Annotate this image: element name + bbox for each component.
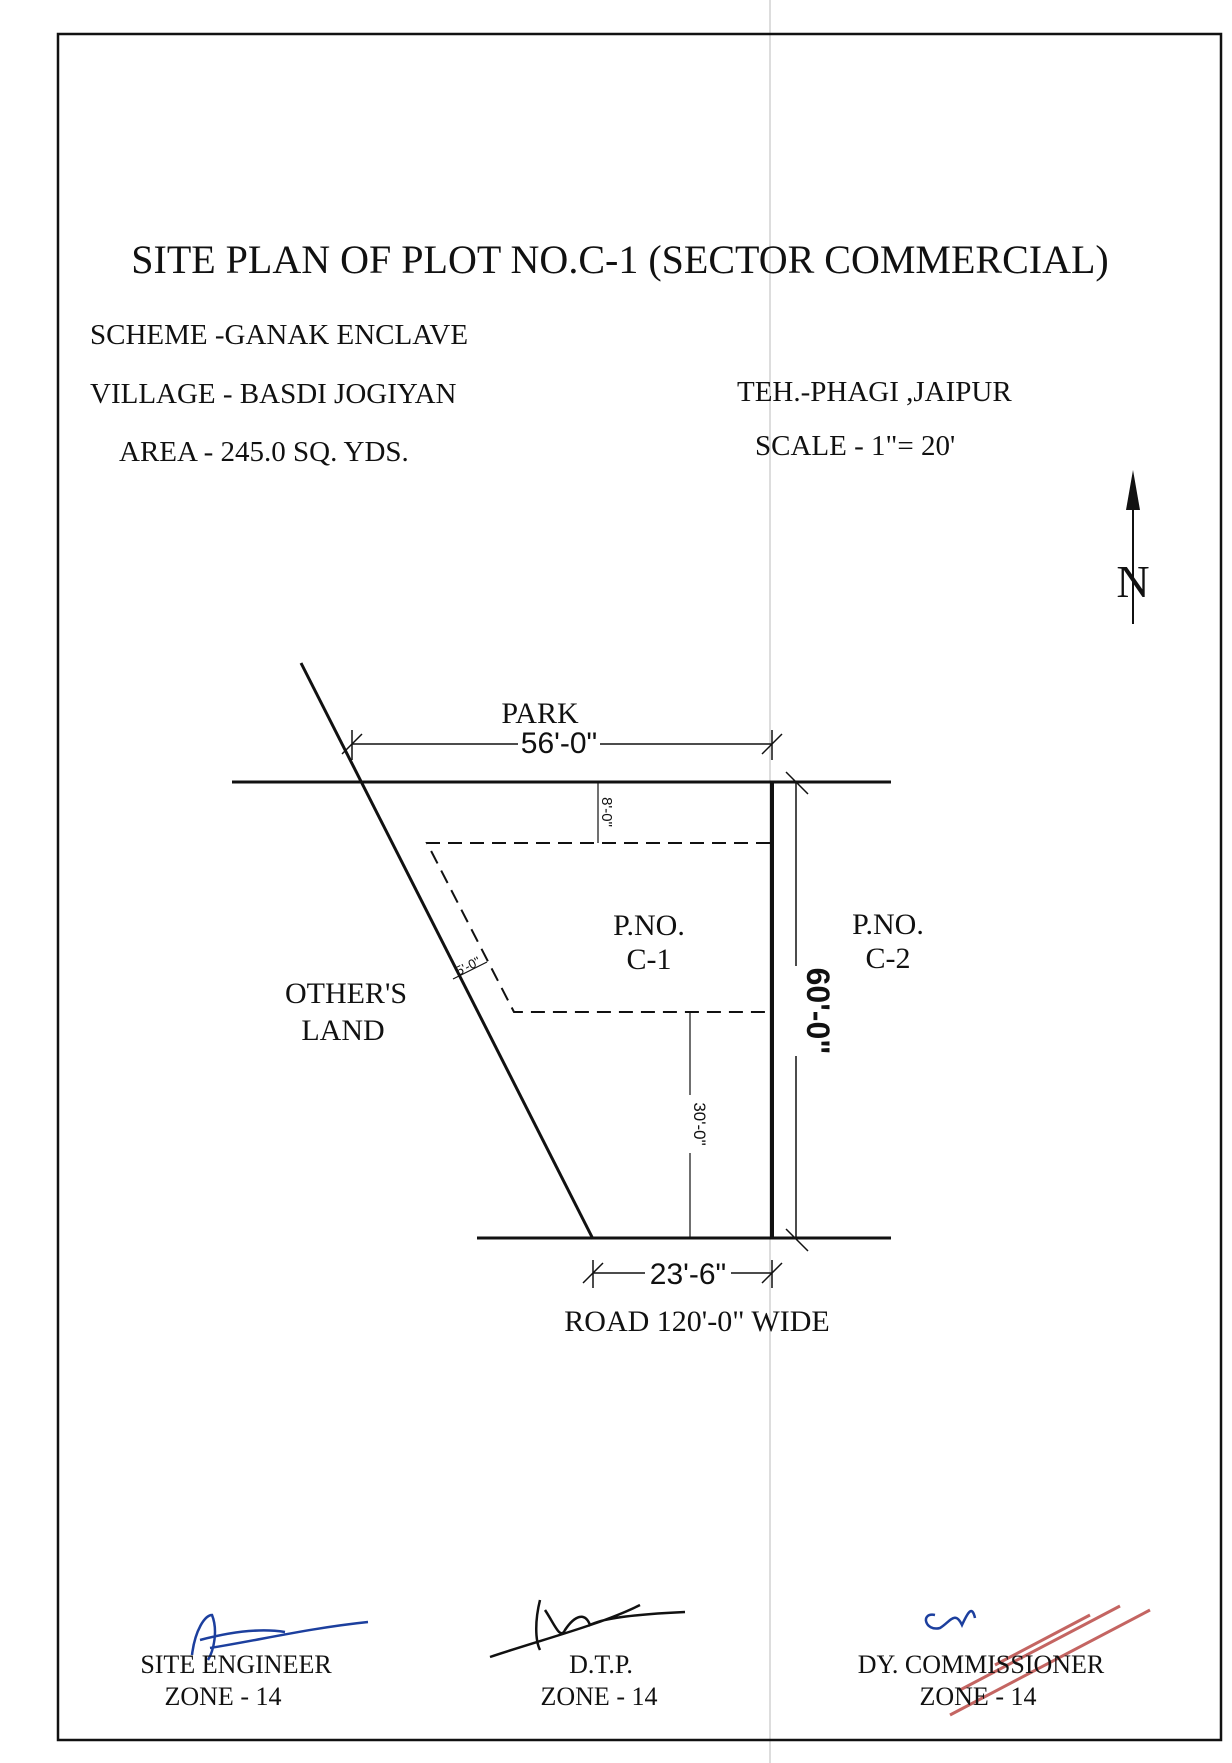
neighbor-plot-id: C-2: [866, 942, 911, 975]
rear-setback-label: 30'-0": [690, 1102, 709, 1145]
others-land-label-1: OTHER'S: [285, 977, 407, 1010]
signatory-zone-dy-commissioner: ZONE - 14: [920, 1682, 1037, 1711]
dimension-side-setback: 5'-0": [452, 953, 488, 980]
side-setback-label: 5'-0": [453, 953, 483, 978]
dimension-rear-setback: 30'-0": [682, 1012, 709, 1237]
dimension-top-label: 56'-0": [521, 727, 597, 760]
signatory-role-dtp: D.T.P.: [569, 1650, 633, 1679]
dimension-top: 56'-0": [341, 726, 783, 760]
page-title: SITE PLAN OF PLOT NO.C-1 (SECTOR COMMERC…: [131, 237, 1108, 282]
area-text: AREA - 245.0 SQ. YDS.: [119, 436, 409, 468]
tehsil-text: TEH.-PHAGI ,JAIPUR: [737, 376, 1012, 408]
setback-line: [425, 842, 770, 1013]
dimension-depth-label: 60'-0": [800, 968, 836, 1055]
road-label: ROAD 120'-0" WIDE: [564, 1305, 829, 1338]
signatory-role-dy-commissioner: DY. COMMISSIONER: [858, 1650, 1105, 1679]
neighbor-plot-label: P.NO.: [852, 908, 924, 941]
north-arrow-icon: N: [1116, 470, 1150, 624]
dimension-front-setback: 8'-0": [597, 782, 615, 843]
front-setback-label: 8'-0": [598, 797, 615, 827]
signature-site-engineer: [190, 1613, 369, 1661]
others-land-label-2: LAND: [301, 1014, 384, 1047]
dimension-bottom: 23'-6": [582, 1258, 783, 1291]
sheet-border: [56, 32, 1223, 1742]
signature-dy-commissioner: [924, 1609, 977, 1630]
plot-label: P.NO.: [613, 909, 685, 942]
signature-dtp: [489, 1599, 686, 1659]
dimension-bottom-label: 23'-6": [650, 1258, 726, 1291]
signatory-role-site-engineer: SITE ENGINEER: [140, 1650, 332, 1679]
signatory-zone-dtp: ZONE - 14: [541, 1682, 658, 1711]
park-label: PARK: [501, 697, 579, 730]
village-text: VILLAGE - BASDI JOGIYAN: [90, 378, 457, 410]
plot-id: C-1: [627, 943, 672, 976]
north-label: N: [1116, 556, 1149, 607]
scale-text: SCALE - 1"= 20': [755, 430, 955, 462]
signatory-zone-site-engineer: ZONE - 14: [165, 1682, 282, 1711]
dimension-depth: 60'-0": [784, 771, 836, 1252]
plot-boundary-west: [299, 662, 595, 1240]
plot-drawing: 56'-0" PARK 60'-0" 8'-0" 5'-0" 30'-0": [232, 662, 924, 1338]
scheme-text: SCHEME -GANAK ENCLAVE: [90, 319, 468, 351]
official-stamp: [949, 1604, 1151, 1717]
